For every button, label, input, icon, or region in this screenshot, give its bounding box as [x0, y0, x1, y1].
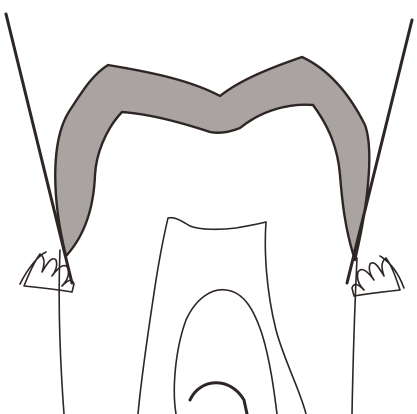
tooth-body-outline [59, 250, 357, 414]
pulp-chamber [174, 290, 277, 414]
root-arch [190, 383, 247, 414]
right-gum-tissue [352, 258, 400, 296]
